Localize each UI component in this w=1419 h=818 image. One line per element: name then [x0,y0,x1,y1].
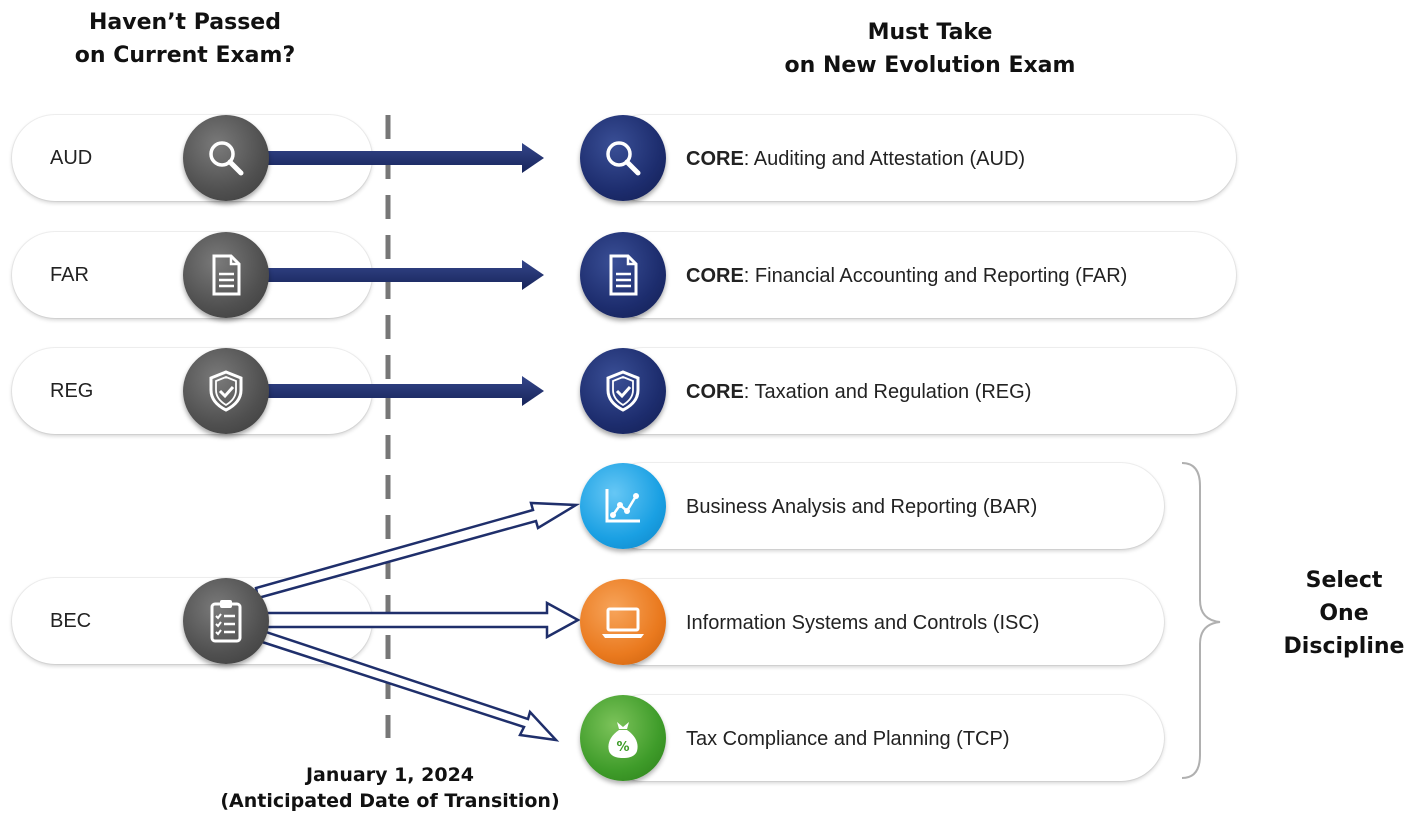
select-line-1: Select [1305,568,1383,593]
left-heading-line-2: on Current Exam? [74,43,296,68]
discipline-isc-label: Information Systems and Controls (ISC) [686,612,1040,634]
reg-arrow [262,376,544,406]
current-exam-reg-label: REG [50,380,94,402]
discipline-tcp-label: Tax Compliance and Planning (TCP) [686,728,1010,750]
bec-to-tcp-arrow [254,628,560,742]
discipline-bar-label: Business Analysis and Reporting (BAR) [686,496,1038,518]
current-aud-magnifier-circle [183,115,269,201]
current-exam-bec-label: BEC [50,610,92,632]
discipline-bar-pill [600,463,1164,549]
magnifier-icon [606,141,641,176]
core-far-pill [600,232,1236,318]
discipline-bar-chart-circle [580,463,666,549]
core-far-label: CORE: Financial Accounting and Reporting… [686,264,1127,288]
core-reg-text: : Taxation and Regulation (REG) [743,381,1032,403]
money-bag-percent-sign: % [616,740,629,755]
select-line-2: One [1319,601,1369,626]
core-reg-prefix: CORE [686,381,744,403]
transition-note: (Anticipated Date of Transition) [220,790,560,812]
money-bag-percent-icon: % [608,722,638,758]
transition-date: January 1, 2024 [305,764,475,786]
core-aud-prefix: CORE [686,148,744,170]
right-heading: Must Take on New Evolution Exam [740,16,1120,82]
core-far-prefix: CORE [686,265,744,287]
discipline-tcp-pill [600,695,1164,781]
core-far-document-circle [580,232,666,318]
select-one-discipline: Select One Discipline [1264,564,1419,663]
right-heading-line-2: on New Evolution Exam [784,53,1076,78]
current-bec-clipboard-circle [183,578,269,664]
core-aud-magnifier-circle [580,115,666,201]
magnifier-icon [209,141,244,176]
transition-caption: January 1, 2024 (Anticipated Date of Tra… [190,762,590,814]
left-heading-line-1: Haven’t Passed [89,10,281,35]
core-aud-pill [600,115,1236,201]
aud-arrow [262,143,544,173]
current-far-document-circle [183,232,269,318]
shield-check-icon [606,370,640,412]
core-aud-text: : Auditing and Attestation (AUD) [743,148,1026,170]
discipline-bracket [1181,462,1221,779]
current-reg-shield-circle [183,348,269,434]
right-heading-line-1: Must Take [867,20,993,45]
discipline-isc-pill [600,579,1164,665]
document-icon [212,254,241,296]
core-aud-label: CORE: Auditing and Attestation (AUD) [686,147,1025,171]
core-reg-pill [600,348,1236,434]
discipline-isc-laptop-circle [580,579,666,665]
laptop-icon [602,607,644,638]
line-chart-icon [605,489,640,523]
core-reg-label: CORE: Taxation and Regulation (REG) [686,380,1031,404]
left-heading: Haven’t Passed on Current Exam? [40,6,330,72]
current-exam-far-label: FAR [50,264,89,286]
select-line-3: Discipline [1283,634,1405,659]
document-icon [609,254,638,296]
shield-check-icon [209,370,243,412]
bec-to-isc-arrow [260,600,581,640]
clipboard-checklist-icon [210,600,242,643]
discipline-tcp-money-bag-circle: % [580,695,666,781]
core-far-text: : Financial Accounting and Reporting (FA… [743,265,1128,287]
far-arrow [262,260,544,290]
bec-to-bar-arrow [254,501,581,600]
core-reg-shield-circle [580,348,666,434]
current-exam-aud-label: AUD [50,147,93,169]
